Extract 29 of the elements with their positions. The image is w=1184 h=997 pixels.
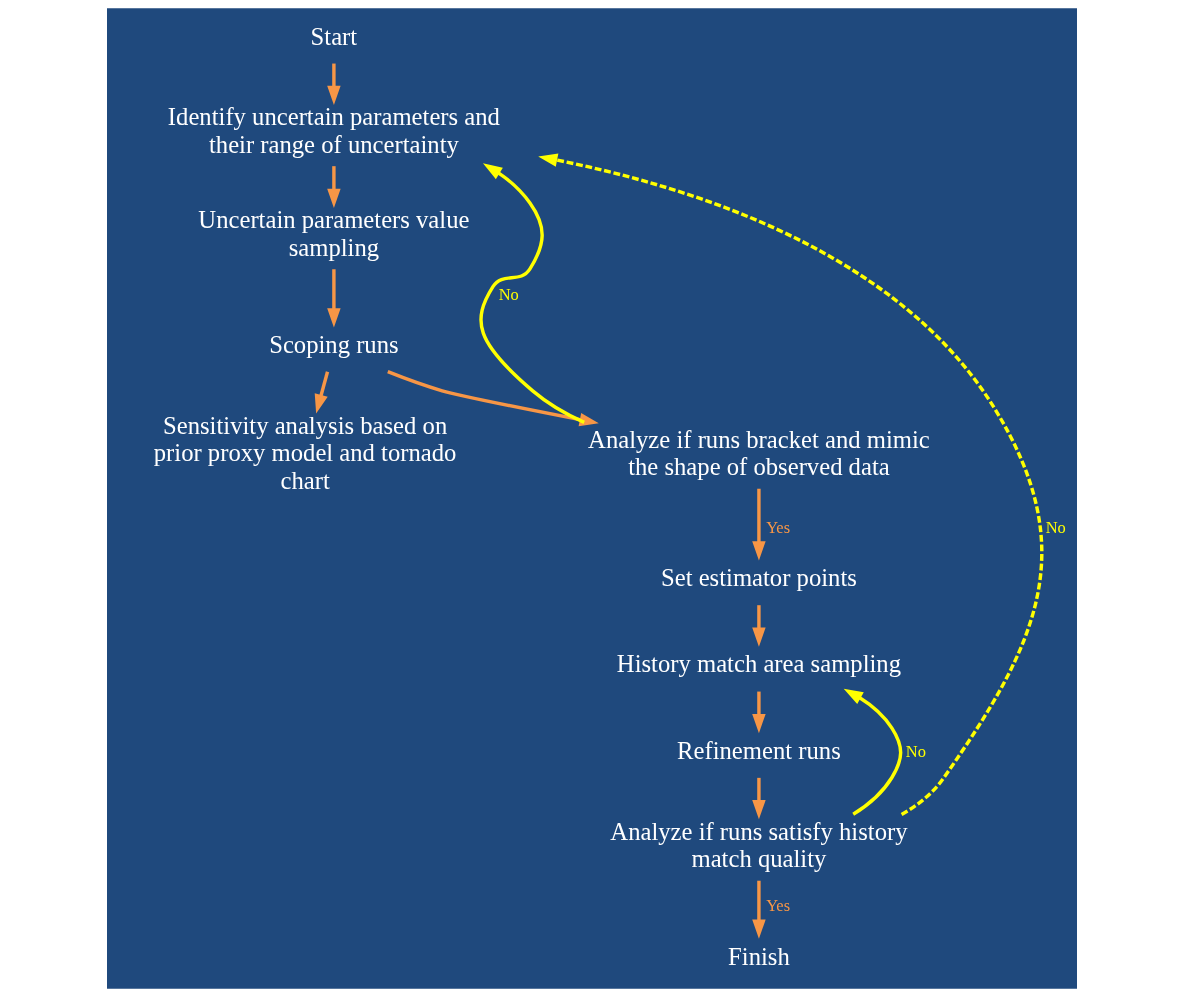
- arrow: [387, 370, 599, 427]
- node-text: Refinement runs: [677, 736, 841, 764]
- arrow: [752, 880, 766, 939]
- arrow: [752, 777, 766, 820]
- node-text: Scoping runs: [269, 331, 399, 359]
- arrow: [538, 153, 1044, 816]
- arrow: [479, 163, 585, 424]
- edge-label: Yes: [766, 896, 791, 916]
- node-text: History match area sampling: [616, 650, 901, 678]
- node-text: Identify uncertain parameters and their range of uncertainty: [167, 103, 500, 158]
- arrow: [327, 166, 341, 208]
- arrow: [327, 269, 341, 328]
- node-text: Analyze if runs satisfy history match quality: [610, 817, 908, 873]
- arrow: [752, 488, 766, 561]
- arrow: [752, 691, 766, 734]
- node-text: Finish: [728, 942, 790, 970]
- arrow: [752, 605, 766, 647]
- arrow: [843, 688, 903, 816]
- arrow: [327, 63, 341, 106]
- node-text: Uncertain parameters value sampling: [198, 206, 470, 261]
- node-text: Sensitivity analysis based on prior proxy model and tornado chart: [153, 411, 457, 494]
- edge-label: No: [1045, 517, 1066, 537]
- edge-label: No: [498, 284, 519, 304]
- node-text: Start: [310, 22, 358, 50]
- node-text: Set estimator points: [660, 564, 857, 592]
- edge-label: Yes: [766, 517, 791, 537]
- arrow: [314, 371, 330, 414]
- edge-label: No: [905, 742, 926, 762]
- node-text: Analyze if runs bracket and mimic the shape of observed data: [588, 425, 930, 481]
